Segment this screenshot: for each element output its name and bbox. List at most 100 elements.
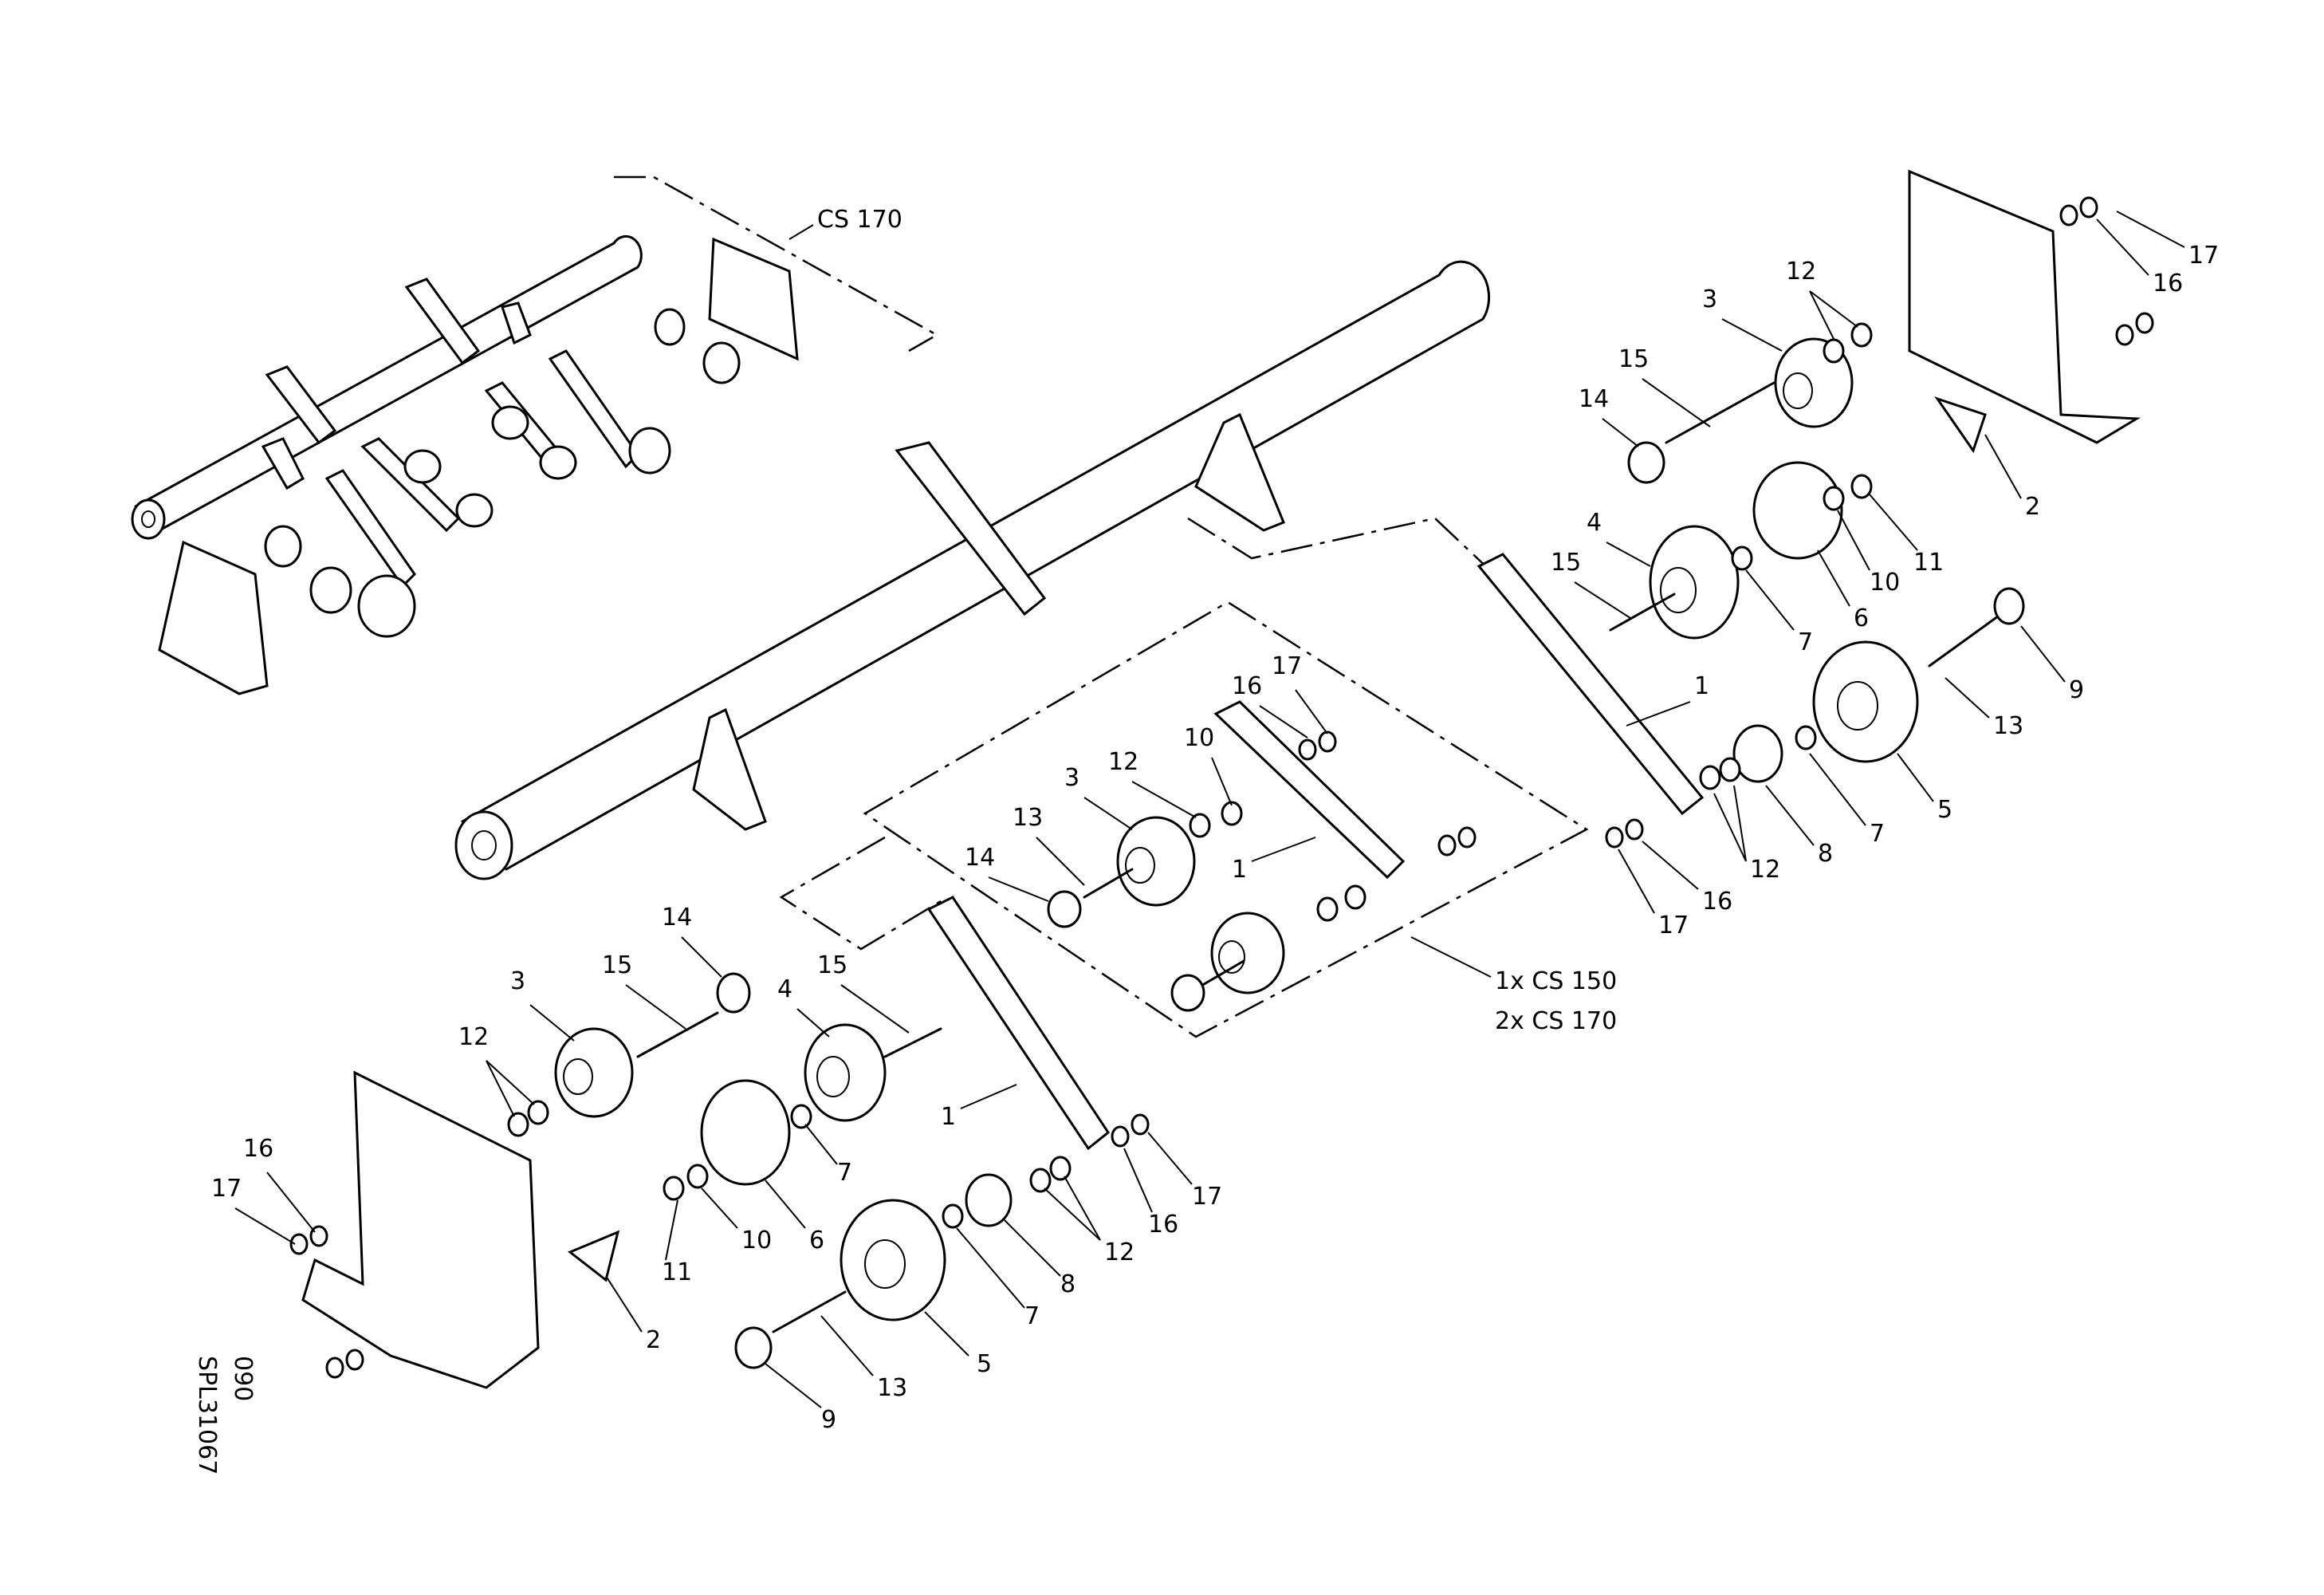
callout-2: 2 bbox=[2025, 493, 2040, 521]
bottom-cap-9 bbox=[734, 1326, 773, 1369]
cs170-roller-3 bbox=[491, 405, 529, 440]
callout-15: 15 bbox=[602, 951, 632, 979]
callout-16: 16 bbox=[1148, 1211, 1178, 1239]
callout-6: 6 bbox=[809, 1227, 824, 1254]
right-cap-14 bbox=[1627, 441, 1665, 484]
callout-16: 16 bbox=[1232, 672, 1262, 700]
middle-roller-3 bbox=[1116, 816, 1196, 907]
bottom-boundary bbox=[779, 836, 942, 951]
drawing-code: SPL31067 090 bbox=[193, 1356, 257, 1475]
cs170-side-plate-left bbox=[158, 540, 269, 695]
callout-10: 10 bbox=[1184, 724, 1214, 752]
callout-15: 15 bbox=[1551, 549, 1581, 577]
right-cap-9 bbox=[1993, 587, 2025, 625]
cs170-boundary bbox=[614, 175, 939, 352]
callout-5: 5 bbox=[1937, 796, 1952, 824]
cs170-plate-roller-3 bbox=[702, 341, 741, 384]
drawing-code-line2: 090 bbox=[229, 1356, 257, 1401]
variant-labels: CS 170 1x CS 150 2x CS 170 bbox=[817, 206, 1617, 1035]
main-tube bbox=[454, 260, 1490, 880]
callout-12: 12 bbox=[458, 1023, 489, 1051]
callout-9: 9 bbox=[2069, 676, 2084, 704]
callout-14: 14 bbox=[662, 904, 692, 931]
cs170-bracket-1 bbox=[265, 365, 337, 445]
variant-label-cs170: CS 170 bbox=[817, 206, 902, 234]
callout-1: 1 bbox=[1232, 856, 1247, 884]
callout-7: 7 bbox=[1798, 628, 1813, 656]
bottom-washer-8 bbox=[965, 1173, 1013, 1227]
callout-6: 6 bbox=[1854, 605, 1869, 632]
cs170-plate-roller bbox=[264, 525, 302, 568]
callout-9: 9 bbox=[821, 1406, 836, 1434]
callout-5: 5 bbox=[977, 1350, 992, 1378]
callout-17: 17 bbox=[1192, 1183, 1222, 1211]
callout-11: 11 bbox=[1913, 549, 1944, 577]
callout-15: 15 bbox=[1618, 345, 1649, 373]
callout-1: 1 bbox=[941, 1103, 956, 1131]
middle-roller-lower bbox=[1210, 912, 1285, 994]
bottom-roller-5 bbox=[840, 1199, 946, 1321]
callout-4: 4 bbox=[777, 975, 792, 1003]
callout-3: 3 bbox=[1064, 764, 1079, 792]
bottom-roller-3 bbox=[554, 1027, 634, 1118]
bottom-cam-2 bbox=[568, 1230, 620, 1282]
right-side-plate bbox=[1908, 169, 2141, 444]
main-tube-bracket-1 bbox=[895, 441, 1047, 616]
right-assembly bbox=[1187, 169, 2154, 849]
callout-15: 15 bbox=[817, 951, 847, 979]
callout-16: 16 bbox=[243, 1135, 273, 1163]
cs170-tube bbox=[131, 234, 643, 540]
cs170-subassembly bbox=[131, 175, 939, 695]
callout-12: 12 bbox=[1750, 856, 1780, 884]
cs170-roller-5 bbox=[628, 427, 671, 475]
cs170-large-roller bbox=[357, 574, 416, 638]
middle-subassembly bbox=[863, 601, 1589, 1038]
callout-7: 7 bbox=[1024, 1302, 1040, 1330]
callout-16: 16 bbox=[2153, 270, 2183, 297]
middle-arm bbox=[1213, 700, 1406, 880]
callout-13: 13 bbox=[1993, 712, 2023, 740]
cs170-arm-2 bbox=[360, 437, 461, 533]
cs170-roller-4 bbox=[539, 445, 577, 480]
callout-8: 8 bbox=[1060, 1270, 1075, 1298]
callout-10: 10 bbox=[1870, 569, 1900, 597]
callout-7: 7 bbox=[1870, 820, 1885, 848]
callout-3: 3 bbox=[510, 967, 525, 995]
main-tube-bracket-2 bbox=[1194, 412, 1285, 532]
right-roller-5 bbox=[1812, 640, 1919, 763]
callout-11: 11 bbox=[662, 1258, 692, 1286]
callout-7: 7 bbox=[837, 1159, 852, 1187]
callout-2: 2 bbox=[646, 1326, 661, 1354]
main-tube-bracket-3 bbox=[692, 707, 767, 831]
callout-17: 17 bbox=[1658, 912, 1689, 939]
cs170-plate-roller-2 bbox=[654, 308, 686, 346]
cs170-arm-1 bbox=[324, 469, 416, 589]
cs170-bracket-4 bbox=[261, 437, 305, 490]
callout-14: 14 bbox=[1579, 385, 1609, 413]
middle-boundary bbox=[863, 601, 1589, 1038]
callout-13: 13 bbox=[877, 1374, 907, 1402]
right-washer-8 bbox=[1732, 724, 1783, 783]
callout-12: 12 bbox=[1108, 748, 1138, 776]
right-cam-2 bbox=[1934, 396, 1987, 454]
callouts: 3 15 14 4 15 12 1 7 6 10 11 16 17 2 7 8 … bbox=[211, 211, 2219, 1434]
bottom-left-assembly bbox=[289, 836, 1150, 1389]
callout-10: 10 bbox=[741, 1227, 772, 1254]
bottom-roller-4 bbox=[804, 1023, 887, 1122]
callout-17: 17 bbox=[211, 1175, 242, 1203]
callout-8: 8 bbox=[1818, 840, 1833, 868]
callout-16: 16 bbox=[1702, 888, 1732, 916]
bottom-disc-6 bbox=[700, 1079, 791, 1186]
cs170-bracket-3 bbox=[501, 301, 532, 345]
bottom-arm bbox=[926, 896, 1111, 1151]
callout-17: 17 bbox=[2188, 242, 2219, 270]
callout-4: 4 bbox=[1587, 509, 1602, 537]
callout-17: 17 bbox=[1272, 652, 1302, 680]
cs170-roller-2 bbox=[455, 493, 494, 528]
right-disc-6 bbox=[1752, 461, 1843, 560]
callout-1: 1 bbox=[1694, 672, 1709, 700]
right-arm bbox=[1477, 553, 1705, 816]
cs170-side-plate-right bbox=[708, 237, 799, 361]
